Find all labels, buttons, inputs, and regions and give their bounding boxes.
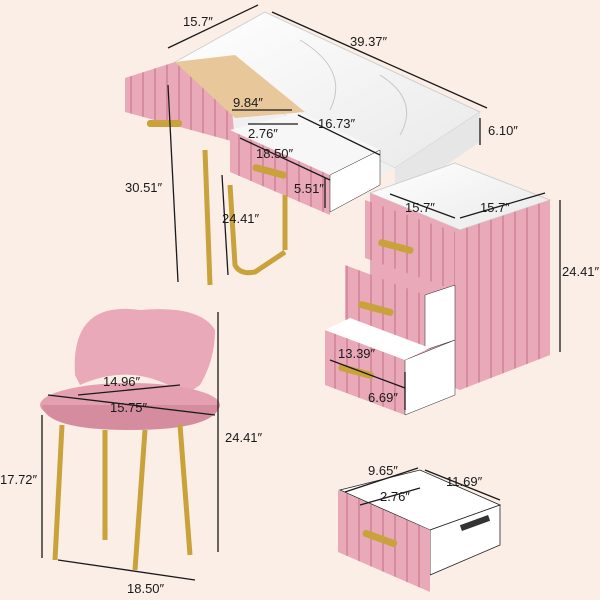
drawer-interior xyxy=(175,55,305,118)
label-cabinet-drawer-width: 13.39″ xyxy=(338,346,376,361)
label-seat-outer: 15.75″ xyxy=(110,400,148,415)
label-stool-height: 24.41″ xyxy=(225,430,263,445)
label-seat-inner: 14.96″ xyxy=(103,374,141,389)
label-cabinet-depth-left: 15.7″ xyxy=(405,200,435,215)
label-cabinet-depth-right: 15.7″ xyxy=(480,200,510,215)
label-cabinet-drawer-height: 6.69″ xyxy=(368,390,398,405)
separate-drawer xyxy=(338,469,502,592)
label-small-drawer-width: 9.65″ xyxy=(368,463,398,478)
dimension-lines xyxy=(41,4,561,581)
dimension-labels: 15.7″ 39.37″ 30.51″ 6.10″ 24.41″ 9.84″ 2… xyxy=(0,14,600,596)
label-desk-width: 39.37″ xyxy=(350,34,388,49)
drawer-handle xyxy=(358,301,394,316)
stool-legs xyxy=(52,424,193,571)
drawer-handle xyxy=(338,364,374,379)
label-cabinet-height: 24.41″ xyxy=(562,264,600,279)
label-drawer-length: 18.50″ xyxy=(256,146,294,161)
label-small-drawer-inner-height: 2.76″ xyxy=(380,489,410,504)
label-small-drawer-length: 11.69″ xyxy=(446,474,483,489)
label-seat-height: 17.72″ xyxy=(0,472,38,487)
desk-legs xyxy=(202,149,288,286)
label-desk-depth: 15.7″ xyxy=(183,14,213,29)
label-drawer-height: 5.51″ xyxy=(294,181,324,196)
label-drawer-inner-height: 2.76″ xyxy=(248,126,278,141)
label-leg-height: 24.41″ xyxy=(222,211,260,226)
label-desk-height: 30.51″ xyxy=(125,180,163,195)
drawer-handle xyxy=(252,164,287,179)
drawer-handle xyxy=(378,239,414,254)
stool-backrest xyxy=(74,308,216,395)
cabinet-side xyxy=(460,200,550,390)
label-top-thickness: 6.10″ xyxy=(488,123,518,138)
drawer-handle xyxy=(362,529,398,548)
stool xyxy=(40,308,220,571)
label-drawer-depth: 9.84″ xyxy=(233,95,263,110)
desk xyxy=(125,11,482,286)
label-drawer-width: 16.73″ xyxy=(318,116,356,131)
label-stool-base: 18.50″ xyxy=(127,581,165,596)
drawer-handle xyxy=(147,120,182,127)
cabinet-drawer-1 xyxy=(365,200,455,290)
